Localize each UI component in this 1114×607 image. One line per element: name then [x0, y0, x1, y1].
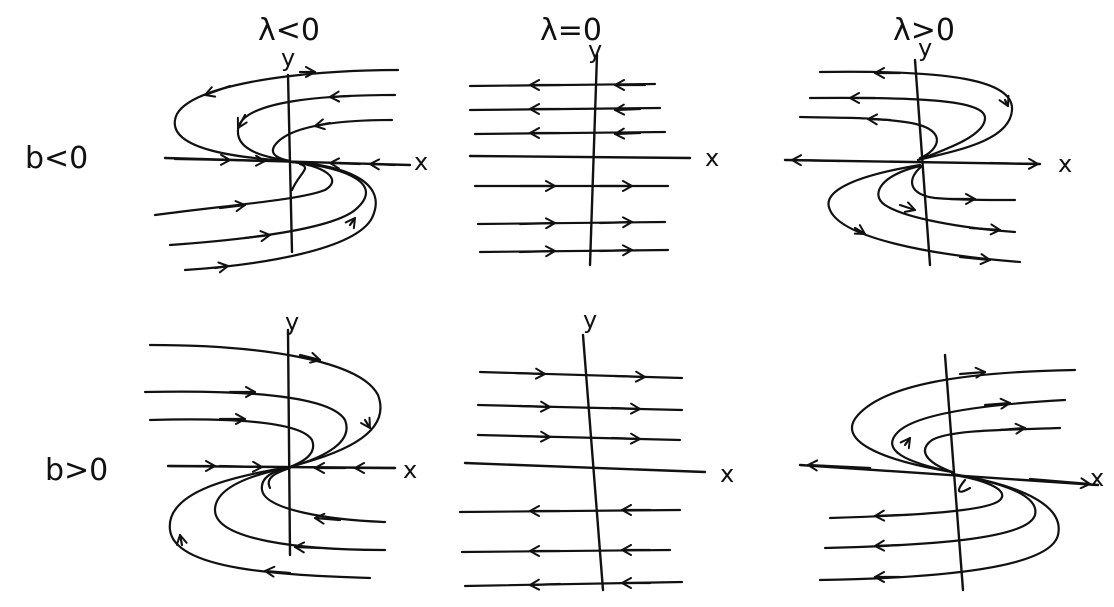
- x-axis-label: x: [1058, 150, 1072, 178]
- panel-b-neg-lambda-neg: x y: [153, 44, 428, 274]
- column-header-lambda-positive: λ>0: [893, 13, 955, 48]
- x-axis-label: x: [414, 148, 428, 176]
- row-label-b-positive: b>0: [45, 453, 108, 488]
- row-label-b-negative: b<0: [25, 141, 88, 176]
- y-axis-label: y: [285, 308, 299, 336]
- x-axis-label: x: [1090, 464, 1104, 492]
- y-axis: [286, 73, 294, 254]
- y-axis: [286, 328, 292, 557]
- y-axis: [581, 333, 605, 592]
- panel-b-pos-lambda-pos: x: [798, 353, 1104, 592]
- y-axis-label: y: [918, 34, 932, 62]
- x-axis-label: x: [720, 460, 734, 488]
- column-header-lambda-negative: λ<0: [258, 13, 320, 48]
- column-header-lambda-zero: λ=0: [540, 13, 602, 48]
- y-axis: [588, 53, 599, 267]
- y-axis-label: y: [588, 36, 602, 64]
- y-axis-label: y: [583, 306, 597, 334]
- panel-b-neg-lambda-pos: x y: [783, 34, 1072, 267]
- panel-b-neg-lambda-zero: x y: [468, 36, 719, 267]
- y-axis: [913, 58, 932, 267]
- x-axis: [463, 461, 707, 474]
- y-axis: [943, 353, 965, 592]
- panel-b-pos-lambda-neg: x y: [143, 308, 417, 580]
- x-axis: [798, 463, 1100, 487]
- x-axis-label: x: [705, 144, 719, 172]
- panel-b-pos-lambda-zero: x y: [458, 306, 734, 592]
- x-axis: [468, 154, 692, 160]
- x-axis-label: x: [403, 456, 417, 484]
- y-axis-label: y: [281, 44, 295, 72]
